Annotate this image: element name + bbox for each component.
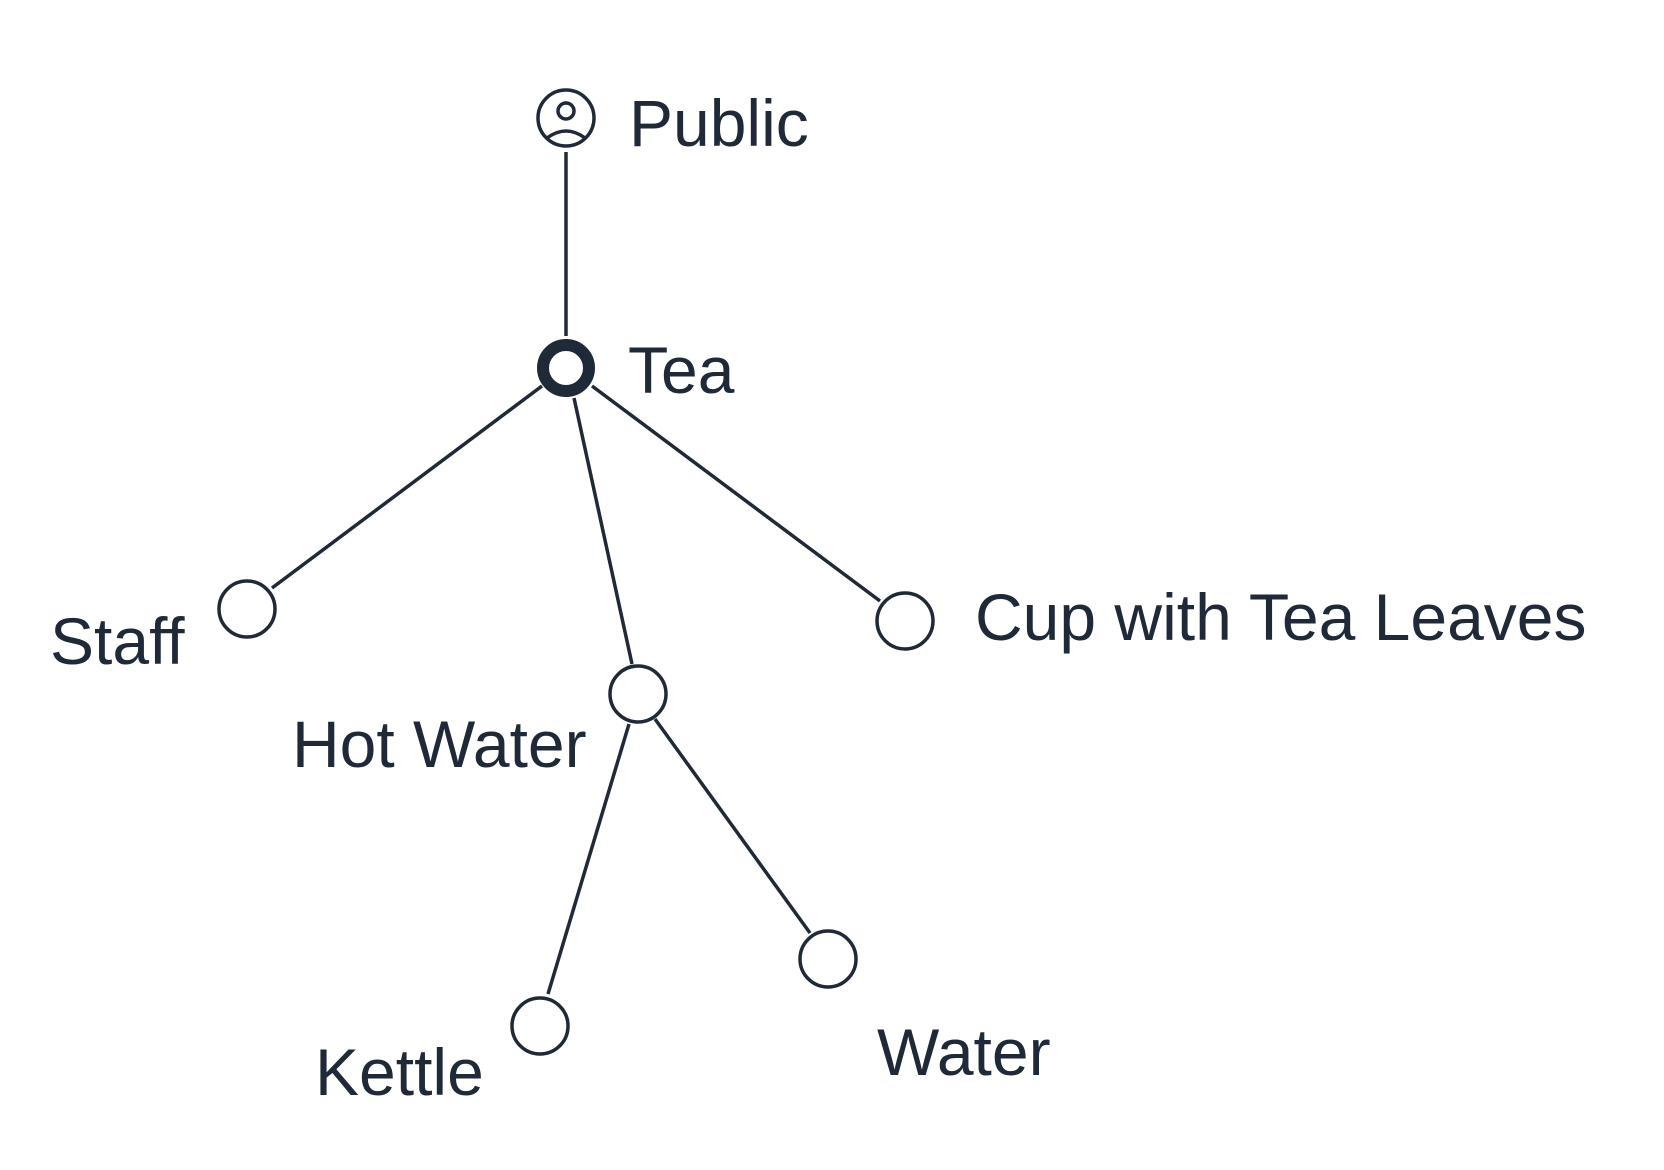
edge-tea-staff xyxy=(270,384,544,590)
node-circle-hot-water xyxy=(608,664,668,724)
node-water[interactable]: Water xyxy=(798,929,1051,1089)
node-label-staff: Staff xyxy=(50,604,185,678)
node-label-hot-water: Hot Water xyxy=(292,707,587,781)
edge-hot-water-water xyxy=(653,717,812,935)
node-label-tea: Tea xyxy=(628,333,735,407)
edge-tea-cup xyxy=(590,384,882,603)
node-hot-water[interactable]: Hot Water xyxy=(292,664,668,781)
node-label-water: Water xyxy=(877,1015,1051,1089)
node-circle-water xyxy=(798,929,858,989)
root-node-circle xyxy=(537,339,595,397)
node-label-kettle: Kettle xyxy=(315,1035,484,1109)
edge-hot-water-kettle xyxy=(546,723,631,995)
node-circle-kettle xyxy=(510,996,570,1056)
node-cup-with-tea-leaves[interactable]: Cup with Tea Leaves xyxy=(875,580,1587,654)
node-label-cup: Cup with Tea Leaves xyxy=(975,580,1587,654)
node-tea[interactable]: Tea xyxy=(537,333,735,407)
edges-layer xyxy=(270,152,882,995)
person-icon-head xyxy=(556,101,576,121)
person-icon-outline xyxy=(536,88,596,148)
person-icon-shoulders xyxy=(545,129,587,140)
edge-tea-hot-water xyxy=(572,397,634,665)
node-circle-cup xyxy=(875,591,935,651)
node-public[interactable]: Public xyxy=(536,86,809,160)
node-staff[interactable]: Staff xyxy=(50,579,277,678)
node-label-public: Public xyxy=(629,86,809,160)
node-circle-staff xyxy=(217,579,277,639)
node-kettle[interactable]: Kettle xyxy=(315,996,570,1109)
